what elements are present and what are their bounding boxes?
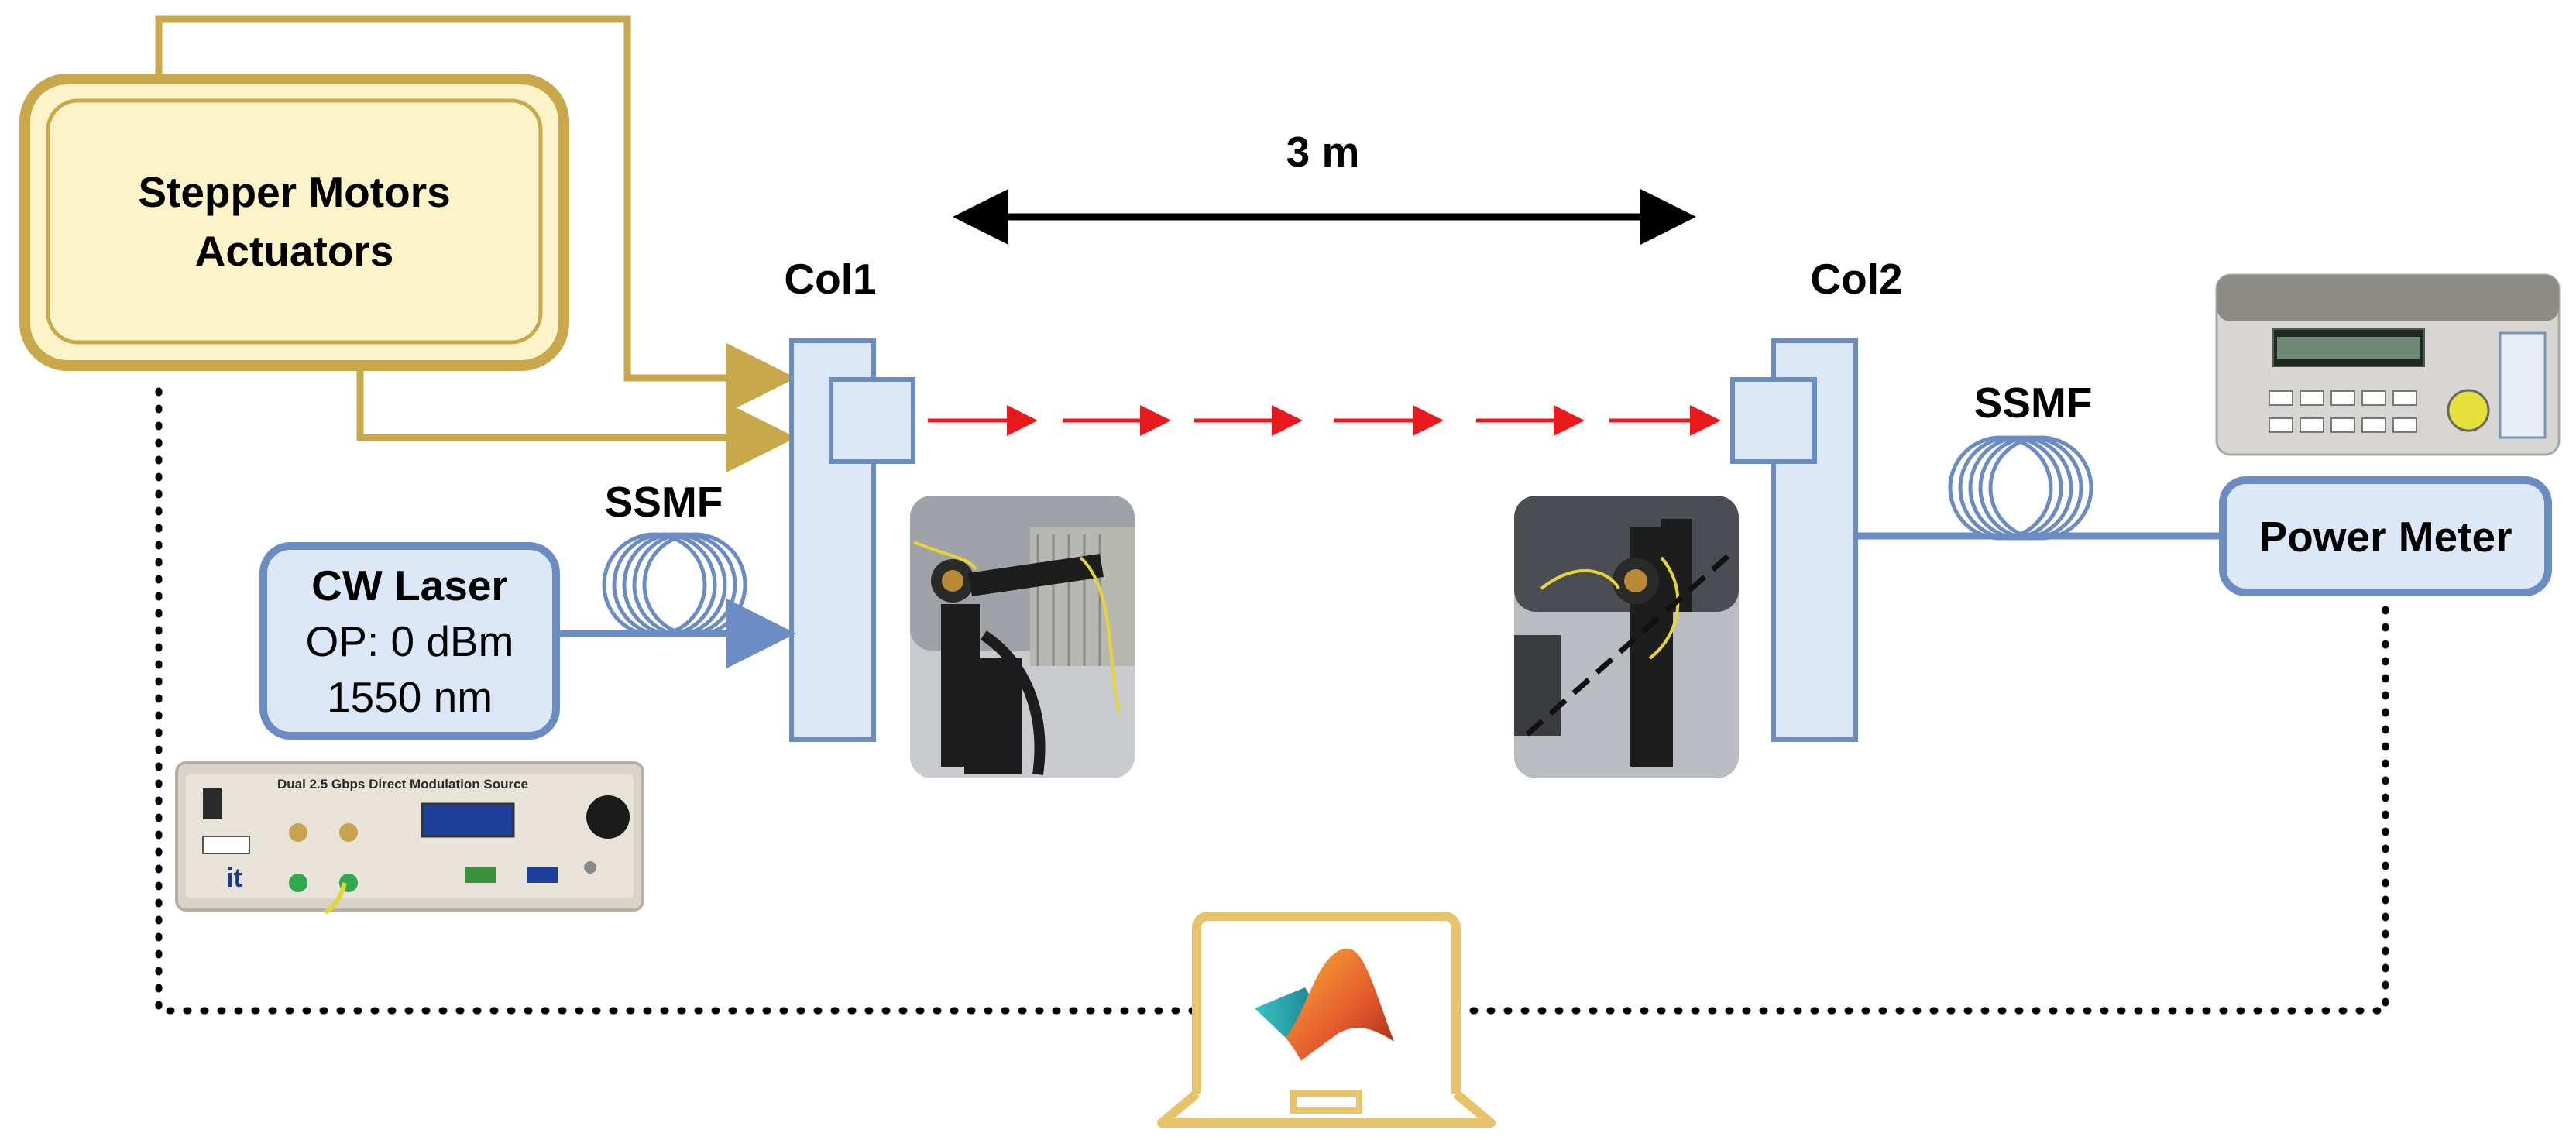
col2-lens [1730,377,1817,464]
power-meter-photo [2215,273,2561,456]
svg-text:it: it [226,864,242,893]
stepper-label-line2: Actuators [194,227,394,275]
power-meter-label: Power Meter [2258,512,2512,561]
fiber-coil-icon [1948,435,2093,541]
fiber-left-label: SSMF [604,478,723,526]
stepper-box-inner [46,98,543,345]
actuator-line-top [155,15,796,413]
control-loop-dotted-line [155,387,2389,1015]
cw-laser-power: OP: 0 dBm [305,616,514,665]
cw-laser-box [259,542,560,740]
col2-label: Col2 [1810,255,1903,303]
col2-photo [1514,496,1739,778]
distance-label: 3 m [1286,128,1360,176]
cw-laser-title: CW Laser [311,561,508,609]
cw-laser-wavelength: 1550 nm [326,672,493,721]
stepper-box-outer [19,74,569,371]
laser-device-photo: it [175,761,644,915]
stepper-label-line1: Stepper Motors [138,168,451,216]
laser-device-panel-title: Dual 2.5 Gbps Direct Modulation Source [277,777,528,791]
actuator-line-bottom [356,364,796,472]
col1-lens [829,377,915,464]
col1-label: Col1 [784,255,877,303]
cw-laser-label: CW Laser OP: 0 dBm 1550 nm [263,546,556,736]
laptop-icon [1157,912,1496,1128]
col1-photo [910,496,1135,778]
stepper-box-label: Stepper Motors Actuators [48,101,541,342]
fiber-coil-icon [602,532,747,637]
matlab-logo-icon [1255,948,1394,1061]
fiber-right-label: SSMF [1973,379,2093,427]
power-meter-box [2219,476,2552,596]
